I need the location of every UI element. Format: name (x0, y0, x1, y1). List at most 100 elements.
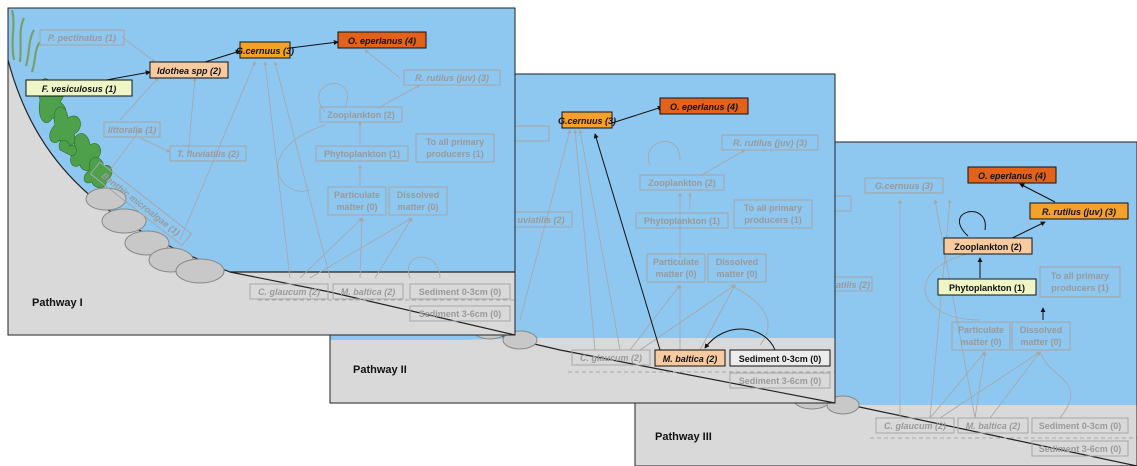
label-eperlanus: O. eperlanus (4) (670, 102, 738, 112)
faded-links (898, 199, 1072, 419)
node-glaucum (875, 417, 955, 434)
label-sed03: Sediment 0-3cm (0) (419, 287, 502, 297)
label-baltica: M. baltica (2) (663, 354, 718, 364)
pathway-label: Pathway I (32, 297, 83, 309)
label-sed03: Sediment 0-3cm (0) (1039, 421, 1122, 431)
label-glaucum: C. glaucum (2) (258, 287, 320, 297)
label-zooplankton: Zooplankton (2) (648, 178, 716, 188)
node-rrutilus (1029, 202, 1129, 220)
node-particulate (327, 186, 387, 216)
label-baltica: M. baltica (2) (341, 287, 396, 297)
node-particulate (646, 253, 706, 283)
label-zooplankton: Zooplankton (2) (327, 110, 395, 120)
label-dissolved-2: matter (0) (1020, 337, 1061, 347)
pathway-label: Pathway III (655, 431, 712, 443)
seagrass (10, 9, 41, 73)
label-gcernuus: G.cernuus (3) (558, 116, 616, 126)
node-to-all-primary (733, 199, 813, 229)
label-fluviatilis: uviatilis (2) (517, 215, 564, 225)
panel-pathway-i: P. pectinatus (1) Idothea spp (2) G.cern… (7, 7, 516, 336)
node-to-all-primary (1039, 266, 1121, 298)
label-particulate-2: matter (0) (336, 202, 377, 212)
label-to-all-primary-1: To all primary (744, 203, 802, 213)
node-baltica (957, 417, 1029, 434)
label-eperlanus: O. eperlanus (4) (978, 171, 1046, 181)
faded-links (109, 36, 441, 279)
pathway-label: Pathway II (353, 364, 407, 376)
label-rrutilus: R. rutilus (juv) (3) (1042, 207, 1116, 217)
node-baltica (332, 283, 404, 300)
label-particulate-2: matter (0) (960, 337, 1001, 347)
label-gcernuus: G.cernuus (3) (236, 46, 294, 56)
label-particulate-1: Particulate (334, 190, 380, 200)
label-fvesiculosus: F. vesiculosus (1) (42, 84, 117, 94)
node-pectinatus (39, 29, 125, 46)
label-sed36: Sediment 3-6cm (0) (1039, 444, 1122, 454)
node-rrutilus (721, 134, 819, 151)
node-sed03 (1031, 417, 1129, 434)
label-fluviatilis: atilis (2) (836, 280, 870, 290)
node-zooplankton (319, 106, 403, 123)
node-fvesiculosus (25, 79, 133, 97)
label-phytoplankton: Phytoplankton (1) (949, 283, 1025, 293)
label-baltica: M. baltica (2) (966, 421, 1021, 431)
label-zooplankton: Zooplankton (2) (954, 242, 1022, 252)
node-gcernuus (239, 41, 291, 59)
node-phytoplankton (315, 145, 409, 162)
label-particulate-1: Particulate (958, 325, 1004, 335)
label-pectinatus: P. pectinatus (1) (48, 33, 116, 43)
node-dissolved (1011, 321, 1071, 351)
node-fluviatilis (169, 145, 247, 162)
label-to-all-primary-2: producers (1) (744, 215, 802, 225)
label-particulate-2: matter (0) (655, 269, 696, 279)
node-glaucum (249, 283, 329, 300)
node-rrutilus (403, 69, 501, 86)
node-phytoplankton (635, 212, 729, 229)
node-eperlanus (659, 97, 749, 115)
label-to-all-primary-1: To all primary (426, 137, 484, 147)
label-dissolved-1: Dissolved (397, 190, 440, 200)
label-sed36: Sediment 3-6cm (0) (739, 376, 822, 386)
label-particulate-1: Particulate (653, 257, 699, 267)
node-sed36 (729, 372, 831, 389)
label-idothea: Idothea spp (2) (157, 66, 221, 76)
label-to-all-primary-2: producers (1) (426, 149, 484, 159)
node-dissolved (707, 253, 767, 283)
node-eperlanus (967, 166, 1057, 184)
node-littoralis (103, 121, 161, 138)
node-microalgae (89, 161, 192, 247)
label-dissolved-2: matter (0) (716, 269, 757, 279)
label-rrutilus: R. rutilus (juv) (3) (733, 138, 807, 148)
label-fluviatilis: T. fluviatilis (2) (177, 149, 239, 159)
node-zooplankton (943, 237, 1033, 255)
node-dissolved (388, 186, 448, 216)
label-dissolved-1: Dissolved (716, 257, 759, 267)
active-links (593, 105, 776, 351)
label-rrutilus: R. rutilus (juv) (3) (415, 73, 489, 83)
label-glaucum: C. glaucum (2) (580, 353, 642, 363)
node-phytoplankton (937, 278, 1037, 296)
node-sed36 (1031, 440, 1129, 457)
label-sed03: Sediment 0-3cm (0) (739, 354, 822, 364)
label-eperlanus: O. eperlanus (4) (348, 36, 416, 46)
label-sed36: Sediment 3-6cm (0) (419, 309, 502, 319)
label-phytoplankton: Phytoplankton (1) (324, 149, 400, 159)
label-phytoplankton: Phytoplankton (1) (644, 216, 720, 226)
node-gcernuus (561, 111, 613, 129)
node-sed36 (409, 305, 511, 322)
node-eperlanus (337, 31, 427, 49)
faded-links (519, 129, 769, 351)
node-sed03 (729, 349, 831, 367)
label-gcernuus: G.cernuus (3) (875, 181, 933, 191)
node-idothea (149, 61, 229, 79)
sediment-area (635, 390, 1137, 466)
node-zooplankton (639, 174, 725, 191)
stones (85, 187, 225, 284)
node-glaucum (571, 349, 651, 366)
label-littoralis: littoralis (1) (108, 125, 157, 135)
node-baltica (654, 349, 726, 367)
label-dissolved-1: Dissolved (1020, 325, 1063, 335)
label-glaucum: C. glaucum (2) (884, 421, 946, 431)
label-dissolved-2: matter (0) (397, 202, 438, 212)
